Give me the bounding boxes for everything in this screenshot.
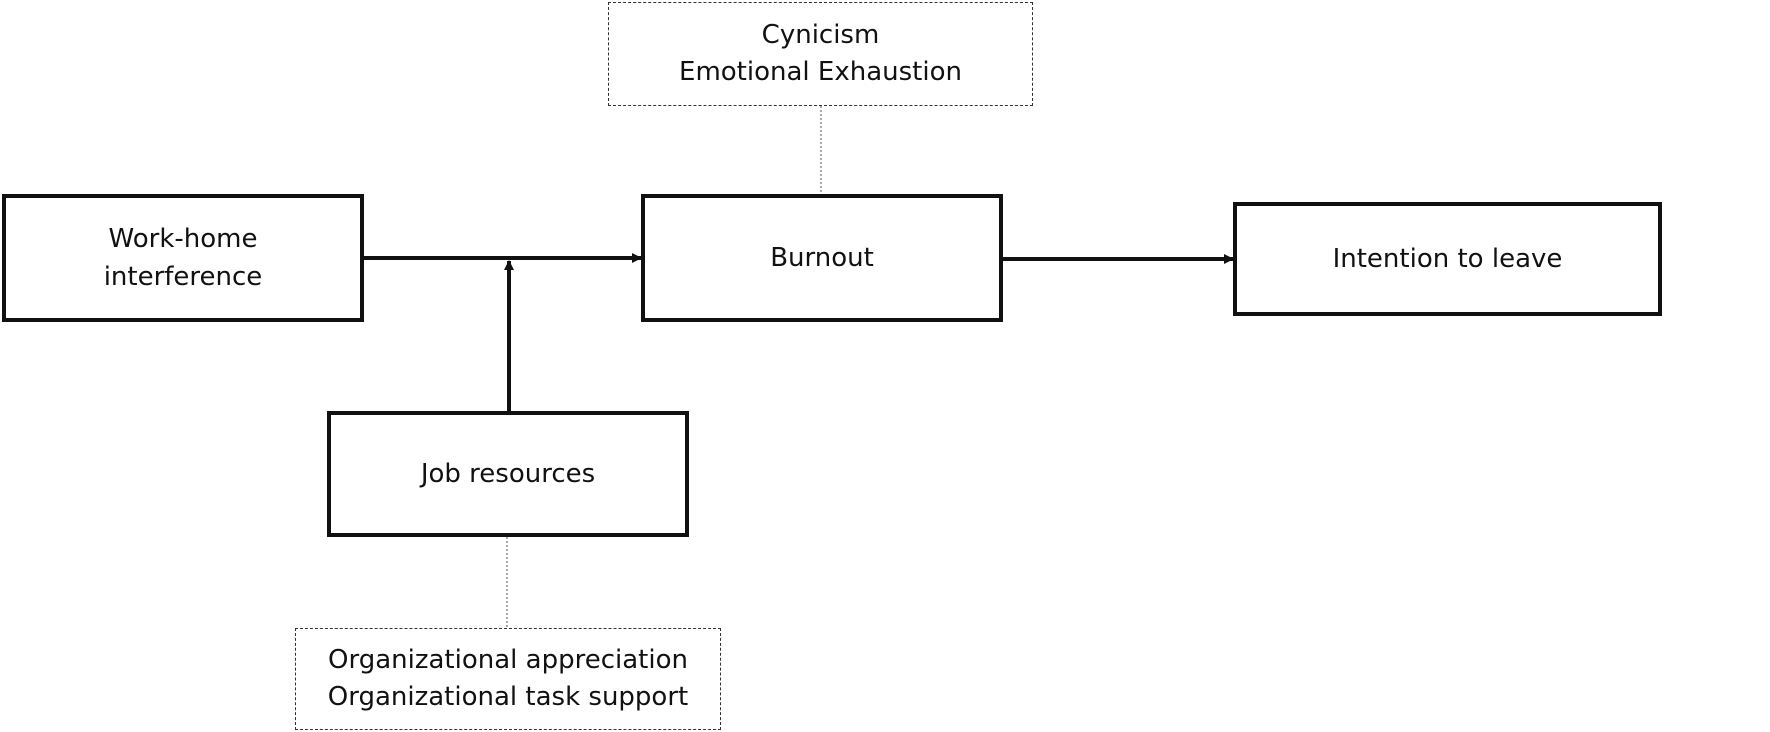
job-resources-dimensions-box: Organizational appreciation Organization…	[295, 628, 721, 730]
burnout-dimensions-box: Cynicism Emotional Exhaustion	[608, 2, 1033, 106]
burnout-dimension-cynicism: Cynicism	[761, 20, 880, 50]
burnout-box: Burnout	[641, 194, 1003, 322]
burnout-label: Burnout	[770, 243, 874, 273]
job-resources-label: Job resources	[420, 459, 596, 489]
work-home-label-line1: Work-home	[108, 224, 258, 254]
job-resources-box: Job resources	[327, 411, 689, 537]
intention-to-leave-label: Intention to leave	[1332, 244, 1563, 274]
work-home-label-line2: interference	[103, 262, 263, 292]
burnout-dimension-emotional-exhaustion: Emotional Exhaustion	[679, 57, 962, 87]
work-home-interference-box: Work-home interference	[2, 194, 364, 322]
resource-dimension-task-support: Organizational task support	[327, 682, 689, 712]
resource-dimension-appreciation: Organizational appreciation	[328, 645, 688, 675]
intention-to-leave-box: Intention to leave	[1233, 202, 1662, 316]
